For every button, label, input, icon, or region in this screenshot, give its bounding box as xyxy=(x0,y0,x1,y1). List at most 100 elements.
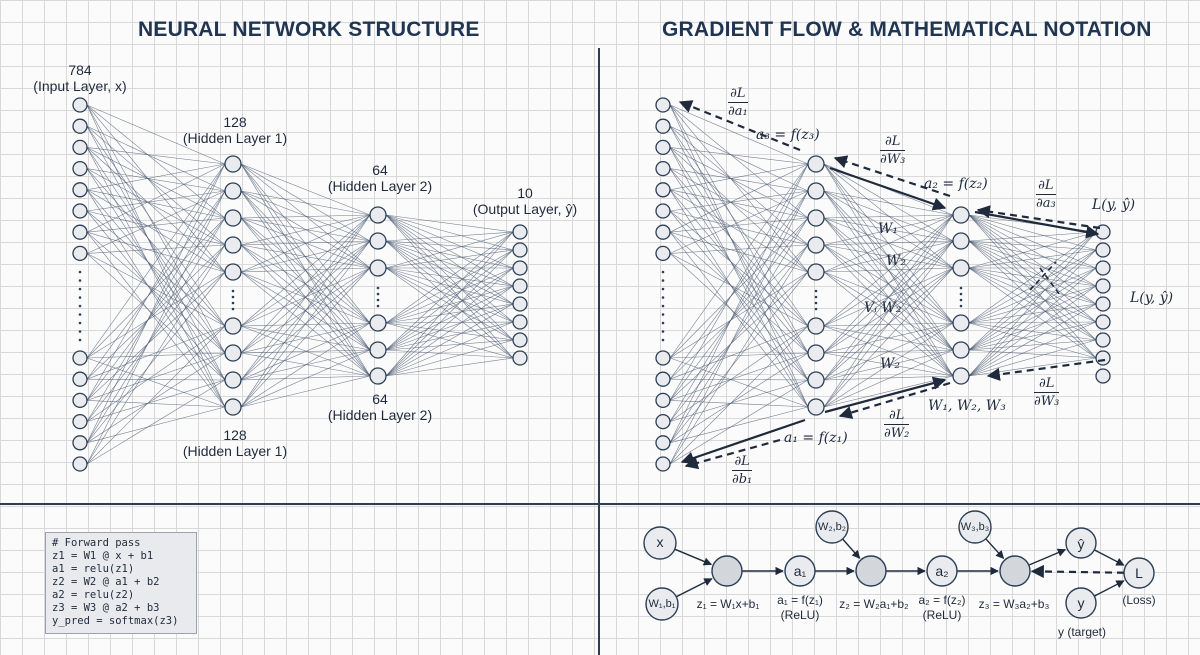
graph-node-z1 xyxy=(711,555,743,587)
gradient-edge xyxy=(968,349,1097,359)
gradient-edge xyxy=(968,339,1097,351)
gradient-edge xyxy=(968,214,1097,323)
backprop-arrow-da1 xyxy=(678,100,801,152)
hidden1-label: (Hidden Layer 1) xyxy=(182,130,288,146)
structure-neuron xyxy=(224,317,242,335)
structure-neuron xyxy=(224,182,242,200)
gradient-edge xyxy=(669,125,809,192)
structure-edge xyxy=(240,214,371,354)
gradient-edge xyxy=(823,349,954,408)
structure-ellipsis-dot xyxy=(78,338,82,342)
graph-node-y: y xyxy=(1077,595,1085,611)
gradient-edge xyxy=(968,321,1097,351)
weight-w1-label: W₁ xyxy=(878,221,899,237)
structure-edge xyxy=(385,357,514,377)
gradient-edge xyxy=(968,357,1097,377)
gradient-neuron xyxy=(807,371,825,389)
structure-neuron xyxy=(72,245,88,262)
structure-edge xyxy=(86,147,226,219)
gradient-edge xyxy=(968,231,1097,242)
gradient-ellipsis-dot xyxy=(959,304,963,308)
structure-neuron xyxy=(512,296,528,312)
hidden2-bottom-size: 64 xyxy=(372,391,388,407)
structure-ellipsis-dot xyxy=(231,307,235,311)
gradient-edge xyxy=(968,231,1097,351)
structure-edge xyxy=(240,267,371,273)
gradient-neuron xyxy=(655,224,671,240)
structure-edge xyxy=(86,104,226,219)
structure-neuron xyxy=(512,278,528,294)
structure-edge xyxy=(385,249,514,377)
hidden1-bottom-size: 128 xyxy=(223,427,247,443)
gradient-edge xyxy=(823,240,954,354)
structure-edge xyxy=(86,217,226,443)
structure-edge xyxy=(86,253,226,327)
gradient-neuron xyxy=(655,203,671,219)
structure-edge xyxy=(240,190,371,324)
structure-ellipsis-dot xyxy=(231,301,235,305)
gradient-edge xyxy=(968,231,1097,269)
structure-edge xyxy=(385,285,514,324)
horizontal-divider xyxy=(0,503,1200,505)
gradient-edge xyxy=(968,249,1097,351)
structure-edge xyxy=(86,190,226,380)
structure-neuron xyxy=(72,456,88,472)
gradient-edge xyxy=(823,322,954,408)
structure-neuron xyxy=(369,367,387,385)
structure-neuron xyxy=(224,155,242,173)
output-size: 10 xyxy=(517,185,533,201)
structure-edge xyxy=(240,240,371,408)
gradient-edge xyxy=(669,125,809,246)
structure-edge xyxy=(240,240,371,327)
a3-equation: a₃ = f(z₃) xyxy=(756,127,820,143)
gradient-edge xyxy=(669,189,809,354)
hidden1-size: 128 xyxy=(223,114,247,130)
structure-edge xyxy=(86,190,226,422)
gradient-edge xyxy=(968,249,1097,377)
structure-edge xyxy=(385,267,514,377)
gradient-neuron xyxy=(1095,296,1111,312)
gradient-edge xyxy=(669,147,809,408)
gradient-edge xyxy=(968,249,1097,269)
structure-neuron xyxy=(72,97,88,113)
gradient-ellipsis-dot xyxy=(814,295,818,299)
gradient-edge xyxy=(669,325,809,380)
structure-edge xyxy=(86,253,226,381)
structure-edge xyxy=(86,400,226,408)
structure-edge xyxy=(385,240,514,305)
gradient-edge xyxy=(823,267,954,408)
gradient-neuron xyxy=(655,139,671,156)
structure-edge xyxy=(240,322,371,381)
gradient-edge xyxy=(968,285,1097,351)
gradient-neuron xyxy=(655,97,671,113)
graph-node-w1b1: W₁,b₁ xyxy=(648,598,676,610)
structure-edge xyxy=(385,303,514,351)
gradient-ellipsis-dot xyxy=(661,304,665,308)
structure-edge xyxy=(86,325,226,422)
gradient-edge xyxy=(823,240,954,246)
gradient-edge xyxy=(669,190,809,465)
graph-node-L xyxy=(1123,557,1155,589)
gradient-edge xyxy=(669,406,809,444)
structure-edge xyxy=(86,217,226,233)
z1-formula: z₁ = W₁x+b₁ xyxy=(696,597,760,611)
structure-edge xyxy=(86,163,226,443)
gradient-edge xyxy=(669,190,809,254)
structure-title: NEURAL NETWORK STRUCTURE xyxy=(138,18,480,41)
gradient-edge xyxy=(968,303,1097,351)
gradient-neuron xyxy=(807,209,825,227)
gradient-neuron xyxy=(655,456,671,472)
gradient-neuron xyxy=(1095,278,1111,294)
gradient-ellipsis-dot xyxy=(661,270,665,274)
gradient-edge xyxy=(968,321,1097,377)
z3-formula: z₃ = W₃a₂+b₃ xyxy=(978,597,1050,611)
gradient-edge xyxy=(823,322,954,354)
gradient-edge xyxy=(669,378,809,381)
structure-edge xyxy=(240,322,371,327)
gradient-edge xyxy=(669,104,809,273)
structure-edge xyxy=(385,231,514,269)
gradient-edge xyxy=(669,189,809,273)
gradient-edge xyxy=(669,104,809,165)
structure-neuron xyxy=(224,209,242,227)
